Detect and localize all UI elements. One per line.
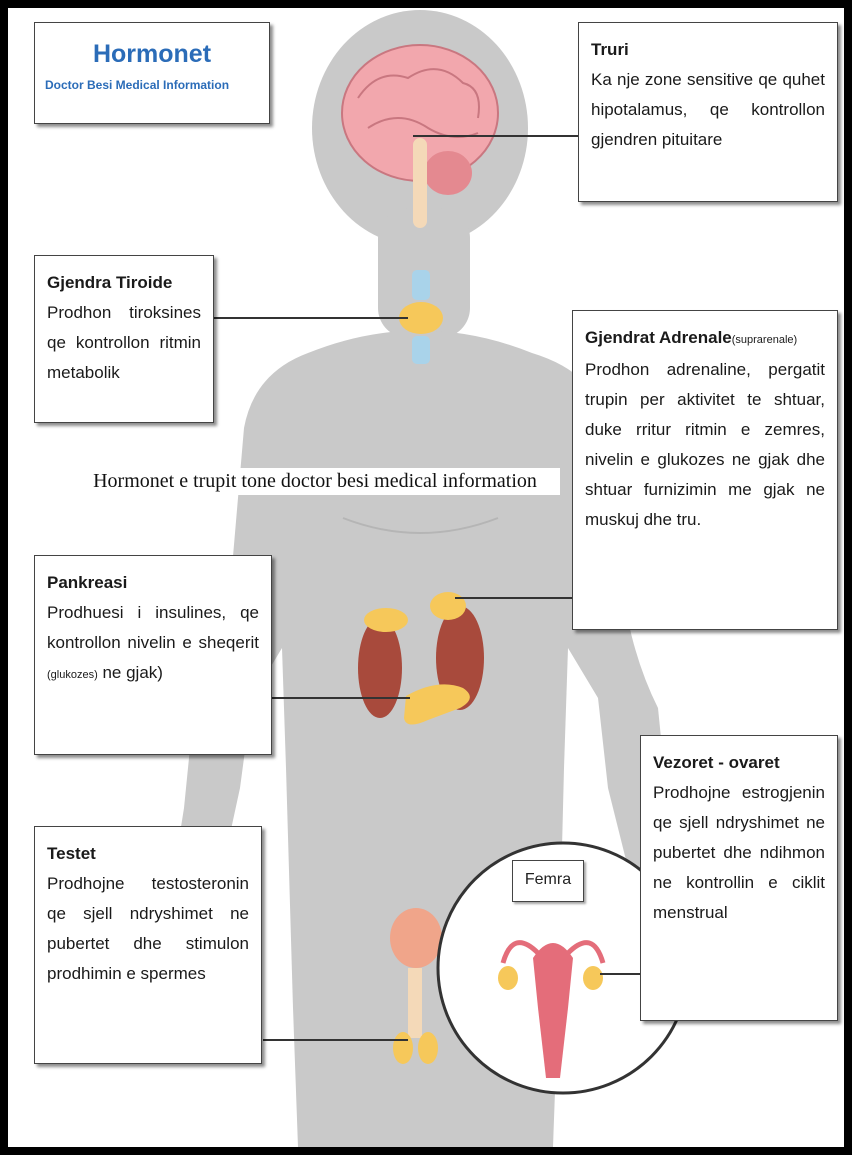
- callout-testes: Testet Prodhojne testosteronin qe sjell …: [34, 826, 262, 1064]
- callout-pancreas-text-small: (glukozes): [47, 669, 98, 681]
- page-title: Hormonet: [45, 39, 259, 69]
- header-box: Hormonet Doctor Besi Medical Information: [34, 22, 270, 124]
- callout-thyroid-title: Gjendra Tiroide: [47, 268, 201, 298]
- callout-ovaries-title: Vezoret - ovaret: [653, 748, 825, 778]
- female-inset-label: Femra: [512, 860, 584, 902]
- callout-adrenal-text: Prodhon adrenaline, pergatit trupin per …: [585, 355, 825, 535]
- callout-ovaries: Vezoret - ovaret Prodhojne estrogjenin q…: [640, 735, 838, 1021]
- callout-adrenal-title-suffix: (suprarenale): [732, 334, 797, 346]
- callout-ovaries-text: Prodhojne estrogjenin qe sjell ndryshime…: [653, 778, 825, 928]
- callout-adrenal-title-main: Gjendrat Adrenale: [585, 328, 732, 347]
- figure-caption: Hormonet e trupit tone doctor besi medic…: [70, 468, 560, 495]
- callout-pancreas-title: Pankreasi: [47, 568, 259, 598]
- callout-thyroid-text: Prodhon tiroksines qe kontrollon ritmin …: [47, 298, 201, 388]
- callout-adrenal-title: Gjendrat Adrenale(suprarenale): [585, 323, 825, 355]
- callout-brain: Truri Ka nje zone sensitive qe quhet hip…: [578, 22, 838, 202]
- callout-testes-text: Prodhojne testosteronin qe sjell ndryshi…: [47, 869, 249, 989]
- callout-pancreas-text-start: Prodhuesi i insulines, qe kontrollon niv…: [47, 603, 259, 652]
- callout-adrenal: Gjendrat Adrenale(suprarenale) Prodhon a…: [572, 310, 838, 630]
- callout-pancreas-text-end: ne gjak): [98, 663, 163, 682]
- callout-thyroid: Gjendra Tiroide Prodhon tiroksines qe ko…: [34, 255, 214, 423]
- callout-pancreas: Pankreasi Prodhuesi i insulines, qe kont…: [34, 555, 272, 755]
- page-subtitle: Doctor Besi Medical Information: [45, 77, 259, 93]
- callout-testes-title: Testet: [47, 839, 249, 869]
- callout-brain-text: Ka nje zone sensitive qe quhet hipotalam…: [591, 65, 825, 155]
- callout-brain-title: Truri: [591, 35, 825, 65]
- callout-pancreas-text: Prodhuesi i insulines, qe kontrollon niv…: [47, 598, 259, 690]
